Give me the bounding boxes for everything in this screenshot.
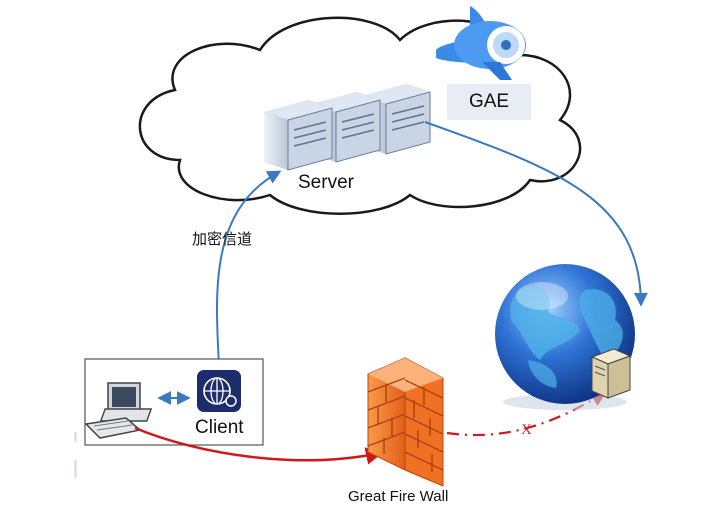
encrypted-channel-label: 加密信道 (192, 230, 253, 248)
gae-label: GAE (447, 84, 531, 120)
app-engine-logo-icon (436, 6, 526, 80)
blocked-direct-path (134, 426, 384, 465)
remote-server-icon (590, 348, 632, 399)
server-label: Server (292, 172, 360, 194)
great-fire-wall-label: Great Fire Wall (348, 488, 449, 505)
globe-gear-icon (197, 370, 241, 412)
encrypted-channel-arrow (215, 170, 282, 367)
brick-firewall-icon (367, 357, 444, 487)
client-label: Client (195, 417, 244, 438)
desktop-computer-icon (84, 382, 153, 439)
server-rack-icon (264, 84, 431, 171)
edge-fragment (74, 460, 77, 478)
tunnel-to-remote-arrow (424, 121, 648, 307)
blocked-dashed-path (446, 391, 607, 437)
edge-fragment (74, 432, 77, 442)
blocked-x-mark: X (521, 422, 532, 438)
